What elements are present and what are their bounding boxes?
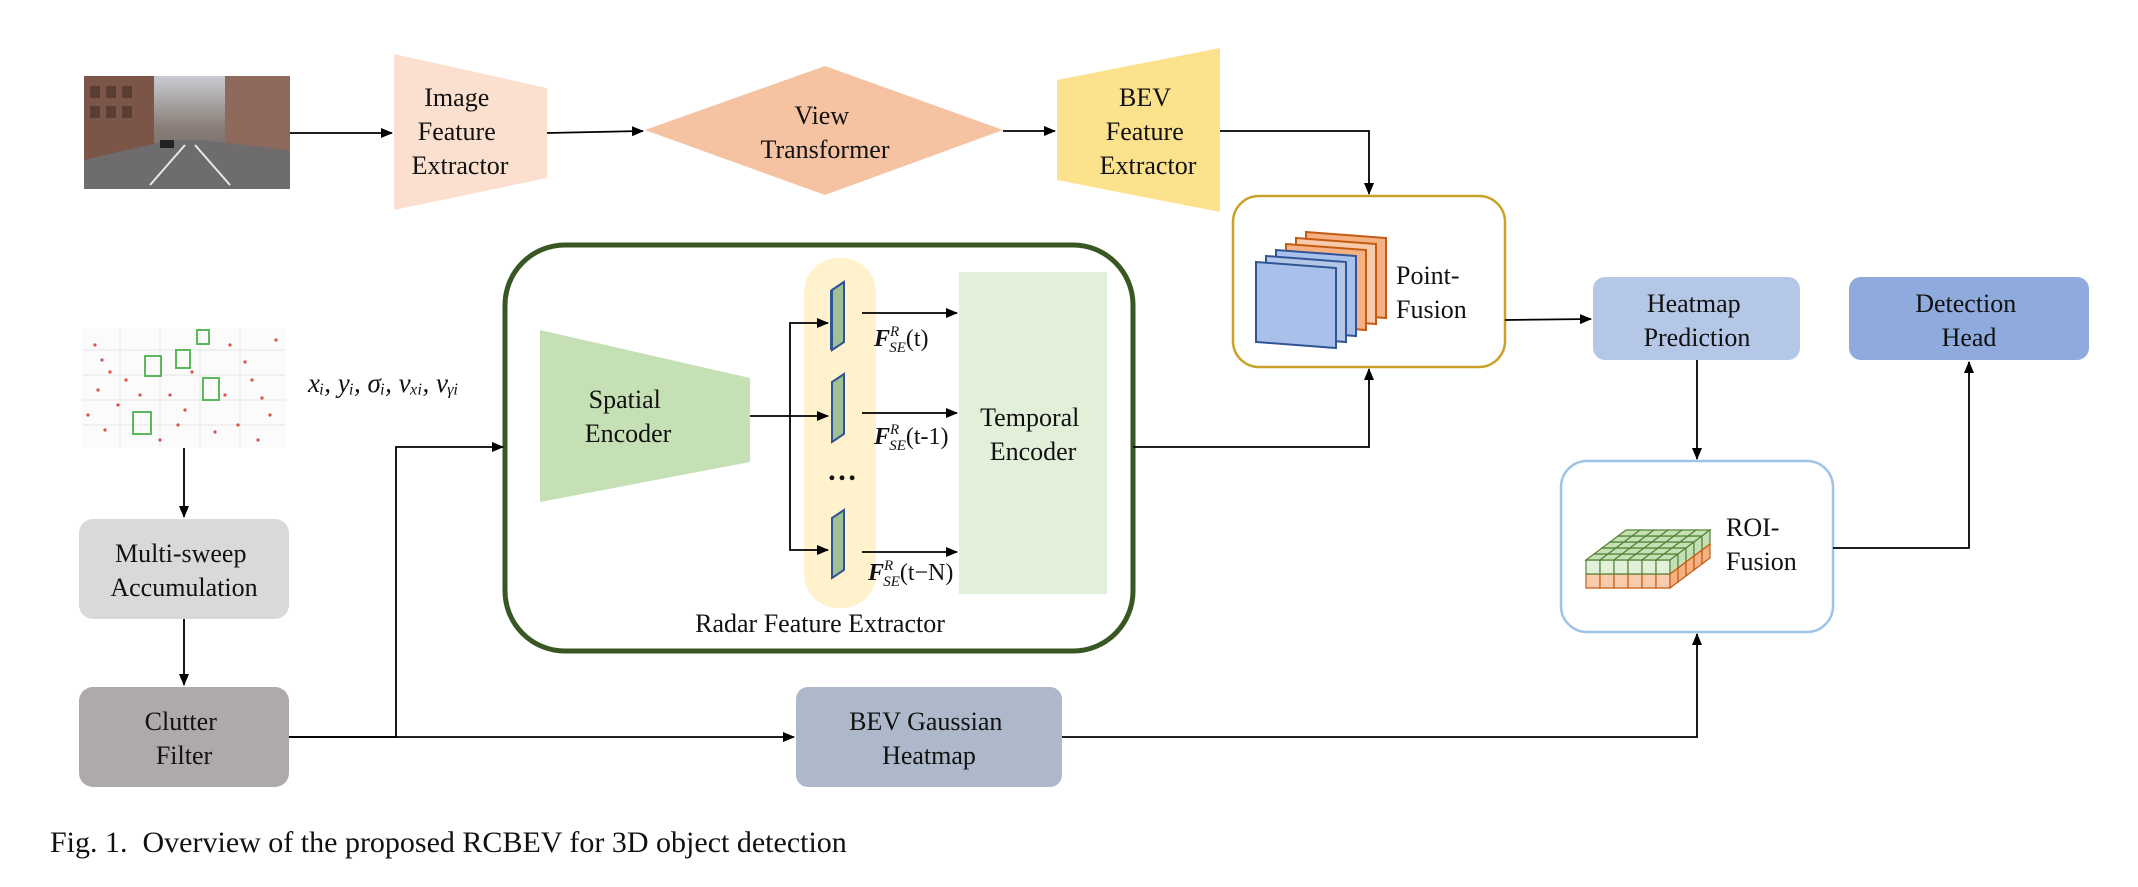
svg-text:Spatial Encoder: Spatial Encoder <box>585 385 672 448</box>
radar-feature-extractor-label: Radar Feature Extractor <box>695 609 945 638</box>
detection-head-label-1: Detection <box>1915 289 2016 318</box>
feature-ellipsis: … <box>827 454 857 487</box>
arrow-ife-to-vt <box>546 126 644 137</box>
svg-text:BEV Gaussian Heatmap: BEV Gaussian Heatmap <box>849 707 1009 770</box>
svg-text:Clutter Filter: Clutter Filter <box>145 707 224 770</box>
voxel-cell <box>1585 559 1601 575</box>
multi-sweep-accumulation-block <box>79 519 289 619</box>
view-transformer-block <box>645 66 1003 195</box>
bev-feature-extractor-label-3: Extractor <box>1100 151 1197 180</box>
arrow-clutter-to-rfe <box>289 442 504 738</box>
svg-text:View Transformer: View Transformer <box>760 101 889 164</box>
svg-text:BEV Feature Extractor: BEV Feature Extractor <box>1100 83 1197 180</box>
spatial-encoder-label-1: Spatial <box>589 385 661 414</box>
voxel-cell <box>1641 573 1657 589</box>
detection-head-block <box>1849 277 2089 360</box>
voxel-cell <box>1613 573 1629 589</box>
heatmap-prediction-label-2: Prediction <box>1644 323 1751 352</box>
spatial-encoder-block <box>540 330 750 502</box>
bev-gaussian-label-1: BEV Gaussian <box>849 707 1002 736</box>
arrow-fan-to-t <box>789 318 829 416</box>
svg-text:Temporal Encoder: Temporal Encoder <box>980 403 1086 466</box>
svg-text:Image Feature Extracto: Image Feature Extractor <box>412 83 509 180</box>
svg-text:Heatmap Prediction: Heatmap Prediction <box>1644 289 1751 352</box>
spatial-encoder-label-2: Encoder <box>585 419 672 448</box>
radar-input-variables: xᵢ, yᵢ, σᵢ, vₓᵢ, vᵧᵢ <box>307 368 459 398</box>
arrow-fan-to-t-n <box>789 416 829 555</box>
clutter-filter-label-2: Filter <box>156 741 213 770</box>
clutter-filter-label-1: Clutter <box>145 707 218 736</box>
arrow-bev-to-pointfusion <box>1220 130 1374 195</box>
svg-text:Multi-sweep Accumulation: Multi-sweep Accumulation <box>110 539 257 602</box>
radar-point-cloud <box>82 328 286 448</box>
temporal-encoder-label-2: Encoder <box>990 437 1077 466</box>
arrow-bevgaussian-to-roi <box>1062 633 1702 738</box>
voxel-cell <box>1701 542 1711 566</box>
image-feature-extractor-block <box>394 54 547 210</box>
heatmap-prediction-label-1: Heatmap <box>1647 289 1741 318</box>
bev-feature-extractor-label-1: BEV <box>1119 83 1171 112</box>
point-fusion-label-2: Fusion <box>1396 295 1467 324</box>
svg-text:Point- Fusion: Point- Fusion <box>1396 261 1467 324</box>
view-transformer-label-1: View <box>794 101 849 130</box>
image-feature-extractor-label-1: Image <box>424 83 489 112</box>
roi-voxel-cube-icon <box>1584 528 1712 590</box>
camera-image <box>84 76 290 189</box>
figure-caption: Fig. 1. Overview of the proposed RCBEV f… <box>50 826 847 859</box>
feature-stack-icon <box>1255 230 1387 350</box>
bev-gaussian-label-2: Heatmap <box>882 741 976 770</box>
heatmap-prediction-block <box>1593 277 1800 360</box>
voxel-cell <box>1599 573 1615 589</box>
point-fusion-label-1: Point- <box>1396 261 1460 290</box>
feature-slice-t-1 <box>831 372 845 444</box>
voxel-cell <box>1655 573 1671 589</box>
connector-arrows <box>179 126 1974 742</box>
svg-text:Detection Head: Detection Head <box>1915 289 2023 352</box>
detection-head-label-2: Head <box>1942 323 1997 352</box>
bev-feature-extractor-block <box>1057 48 1220 212</box>
bev-feature-extractor-label-2: Feature <box>1106 117 1184 146</box>
voxel-cell <box>1627 559 1643 575</box>
roi-fusion-label-1: ROI- <box>1726 513 1779 542</box>
feature-slice-t-n <box>831 508 845 580</box>
multi-sweep-label-1: Multi-sweep <box>115 539 246 568</box>
clutter-filter-block <box>79 687 289 787</box>
voxel-cell <box>1641 559 1657 575</box>
voxel-cell <box>1655 559 1671 575</box>
bev-gaussian-heatmap-block <box>796 687 1062 787</box>
voxel-cell <box>1627 573 1643 589</box>
arrow-roi-to-detection <box>1833 361 1974 549</box>
arrow-rfe-to-pointfusion <box>1133 368 1374 448</box>
view-transformer-label-2: Transformer <box>760 135 889 164</box>
svg-text:ROI- Fusion: ROI- Fusion <box>1726 513 1797 576</box>
temporal-encoder-label-1: Temporal <box>980 403 1079 432</box>
roi-fusion-label-2: Fusion <box>1726 547 1797 576</box>
image-feature-extractor-label-2: Feature <box>418 117 496 146</box>
feature-slice-t <box>830 280 845 352</box>
voxel-cell <box>1613 559 1629 575</box>
temporal-encoder-block <box>959 272 1107 594</box>
voxel-cell <box>1585 573 1601 589</box>
image-feature-extractor-label-3: Extractor <box>412 151 509 180</box>
arrow-pointfusion-to-heatmap <box>1504 314 1592 325</box>
voxel-cell <box>1599 559 1615 575</box>
multi-sweep-label-2: Accumulation <box>110 573 257 602</box>
